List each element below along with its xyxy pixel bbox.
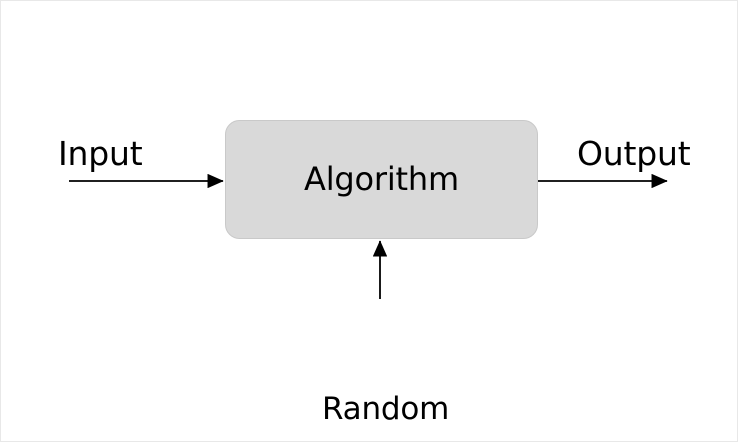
random-bits-label-line-1: Random xyxy=(322,391,450,427)
algorithm-label: Algorithm xyxy=(304,160,459,198)
random-bits-label: Random Bits xyxy=(322,297,450,441)
algorithm-block[interactable] xyxy=(225,120,538,239)
output-label: Output xyxy=(577,134,691,173)
input-label: Input xyxy=(58,134,143,173)
